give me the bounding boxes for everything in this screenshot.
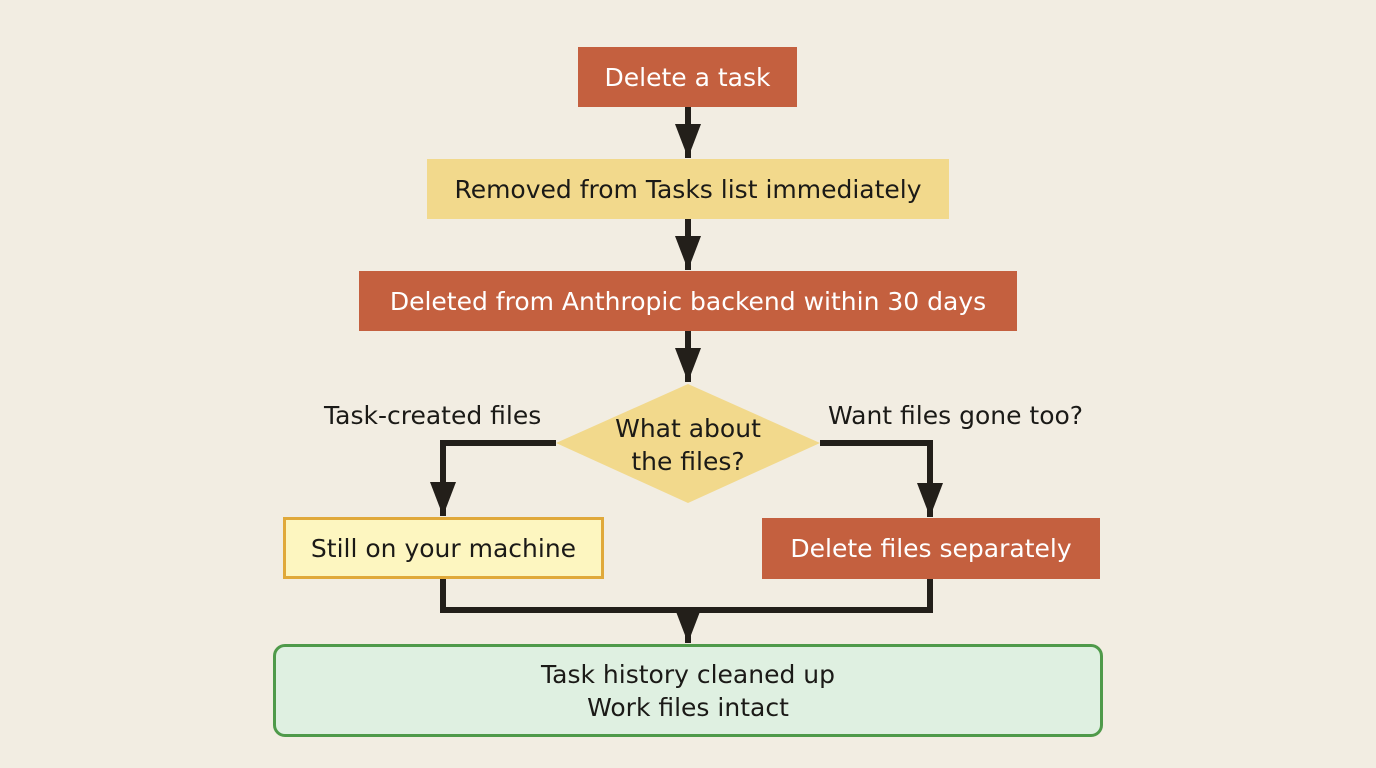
backend-node-label: Deleted from Anthropic backend within 30… xyxy=(389,286,987,316)
branch-label-left: Task-created files xyxy=(324,401,542,430)
delete-files-node: Delete files separately xyxy=(762,518,1100,579)
result-line-1: Task history cleaned up xyxy=(541,659,835,689)
decision-line-1: What about xyxy=(615,414,761,443)
delete-files-label: Delete files separately xyxy=(790,534,1072,563)
still-on-machine-node: Still on your machine xyxy=(283,517,604,579)
start-node: Delete a task xyxy=(578,47,797,107)
result-node: Task history cleaned up Work files intac… xyxy=(273,644,1103,737)
decision-diamond xyxy=(556,384,820,503)
arrow-decision-to-delete-files xyxy=(820,440,943,517)
start-node-label: Delete a task xyxy=(604,62,771,92)
removed-node: Removed from Tasks list immediately xyxy=(427,159,949,219)
connector-delete-files-to-merge xyxy=(688,579,933,613)
arrow-decision-to-still xyxy=(430,440,556,516)
backend-node: Deleted from Anthropic backend within 30… xyxy=(359,271,1017,331)
connector-still-to-merge xyxy=(440,579,688,613)
decision-line-2: the files? xyxy=(631,447,745,476)
decision-label: What about the files? xyxy=(598,412,778,478)
branch-label-right: Want files gone too? xyxy=(828,401,1084,430)
removed-node-label: Removed from Tasks list immediately xyxy=(454,174,922,204)
result-line-2: Work files intact xyxy=(587,692,789,722)
still-on-machine-label: Still on your machine xyxy=(310,533,577,563)
